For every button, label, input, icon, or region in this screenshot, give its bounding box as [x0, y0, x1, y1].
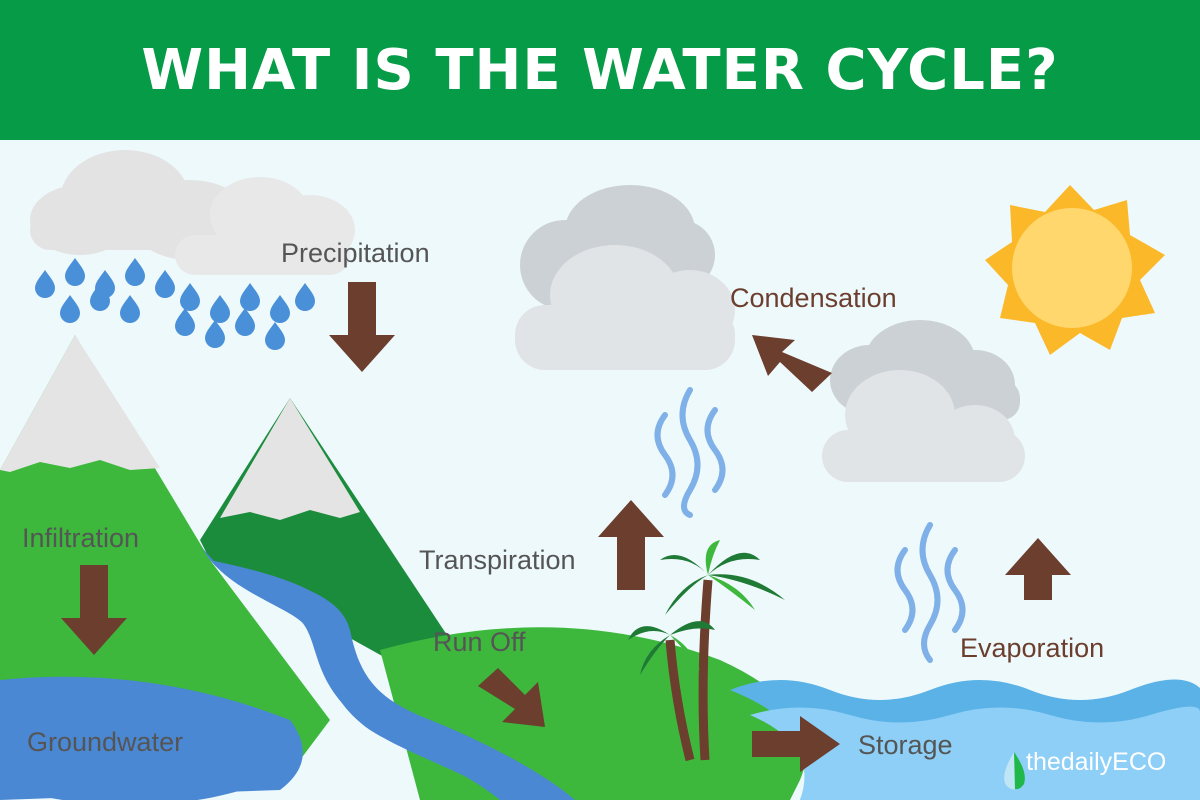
page-title: WHAT IS THE WATER CYCLE? [141, 37, 1059, 103]
transpiration-steam-icon [654, 387, 726, 518]
infiltration-arrow-icon [61, 565, 127, 655]
evaporation-arrow-icon [1005, 538, 1071, 600]
label-infiltration: Infiltration [22, 523, 140, 553]
condensation-arrow-icon [752, 335, 832, 392]
illustration [0, 140, 1200, 800]
label-evaporation: Evaporation [960, 633, 1105, 663]
label-run-off: Run Off [433, 627, 526, 657]
label-groundwater: Groundwater [27, 727, 184, 757]
evaporation-steam-icon [894, 522, 966, 663]
label-condensation: Condensation [730, 283, 897, 313]
transpiration-arrow-icon [598, 500, 664, 590]
sea-storage [730, 679, 1200, 800]
evaporation-cloud [822, 320, 1025, 482]
header-banner: WHAT IS THE WATER CYCLE? [0, 0, 1200, 140]
right-mountain [200, 398, 490, 705]
palm-trees-icon [628, 540, 785, 762]
brand-logo: thedailyECO [998, 748, 1166, 777]
left-mountain [0, 335, 330, 760]
label-storage: Storage [858, 730, 953, 760]
condensation-cloud [515, 185, 735, 370]
storage-arrow-icon [752, 716, 840, 772]
runoff-arrow-icon [478, 668, 545, 727]
label-precipitation: Precipitation [281, 238, 430, 268]
logo-text: thedailyECO [1026, 748, 1167, 776]
rain-cloud [30, 150, 355, 275]
sun-icon [985, 185, 1165, 355]
label-transpiration: Transpiration [419, 545, 576, 575]
logo-leaf-icon [1004, 752, 1025, 790]
precipitation-arrow-icon [329, 282, 395, 372]
